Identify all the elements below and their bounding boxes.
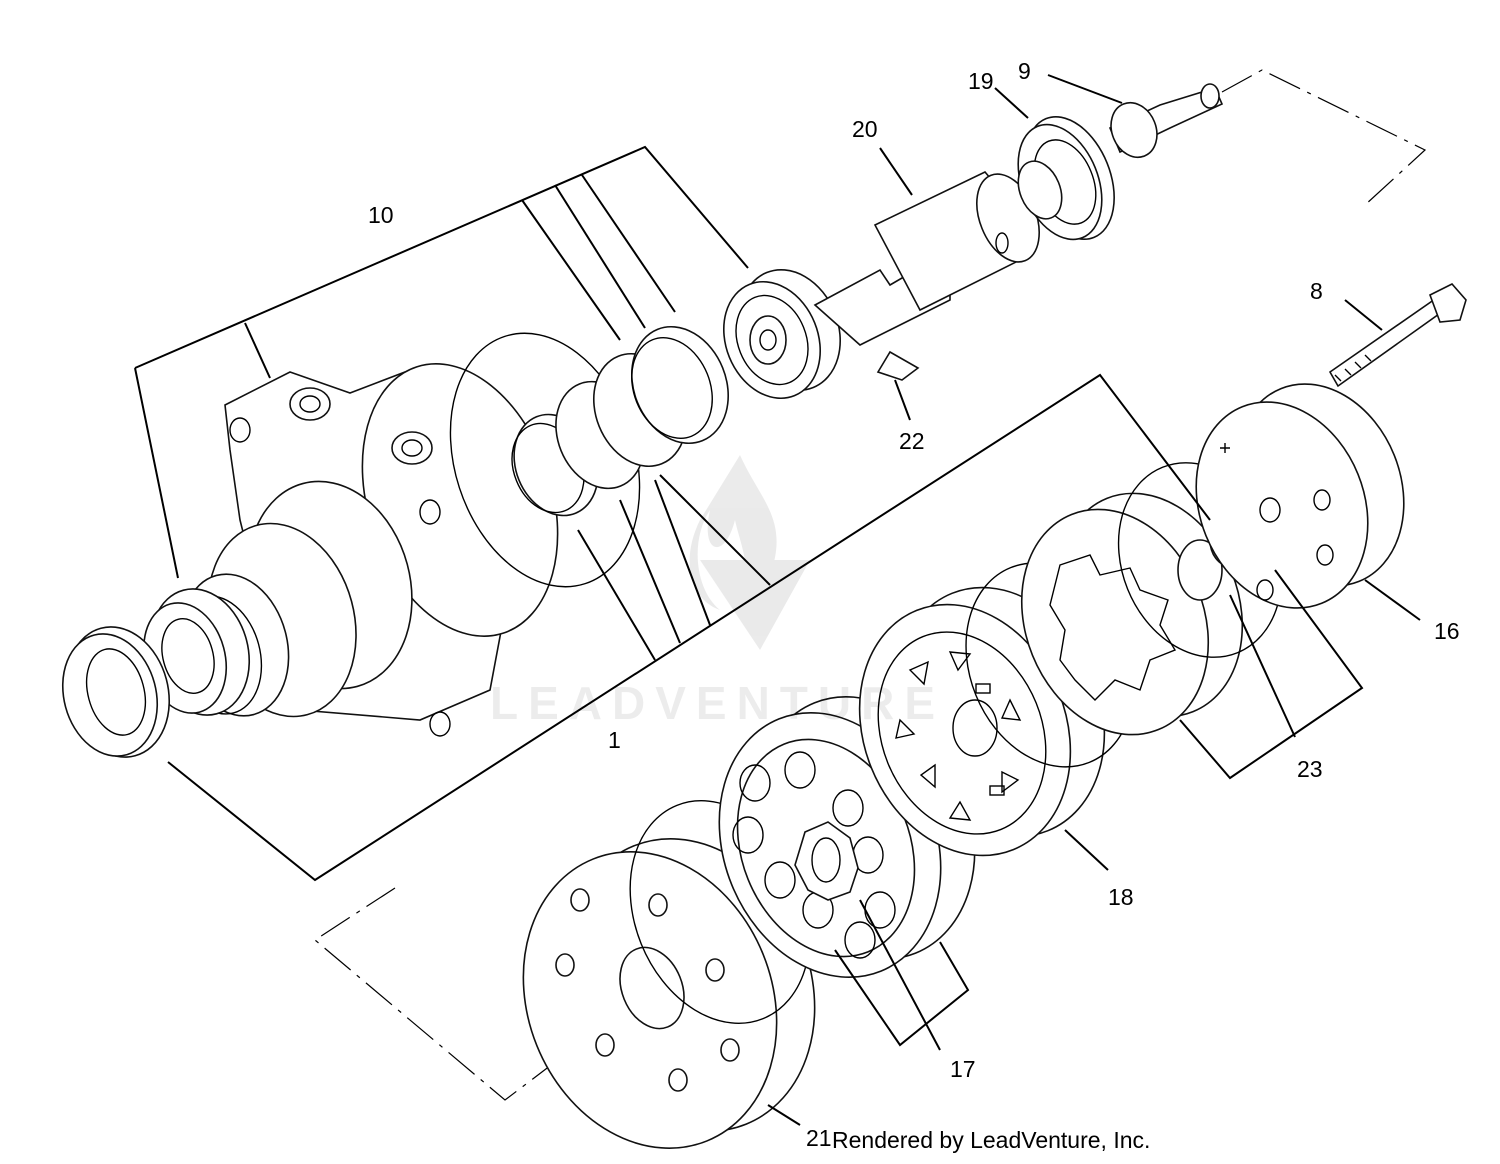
callout-10: 10 — [368, 202, 394, 228]
part-9-drive-link — [1108, 83, 1224, 159]
callout-18: 18 — [1108, 884, 1134, 910]
part-10-front-seal — [61, 626, 171, 758]
render-credit: Rendered by LeadVenture, Inc. — [832, 1127, 1151, 1153]
callout-16: 16 — [1434, 618, 1460, 644]
part-20-drive-shaft — [813, 171, 1040, 346]
callout-17: 17 — [950, 1056, 976, 1082]
callout-19: 19 — [968, 68, 994, 94]
callout-8: 8 — [1310, 278, 1323, 304]
part-10-seal-stack — [511, 325, 730, 517]
part-10-thrust-bearing — [722, 268, 842, 400]
part-8-bolt — [1328, 283, 1467, 388]
callout-20: 20 — [852, 116, 878, 142]
leader-lines — [134, 74, 1421, 1126]
part-22-woodruff-key — [876, 350, 920, 381]
callout-9: 9 — [1018, 58, 1031, 84]
callout-22: 22 — [899, 428, 925, 454]
callout-23: 23 — [1297, 756, 1323, 782]
alignment-axis-upper — [1221, 69, 1427, 206]
callout-1: 1 — [608, 727, 621, 753]
watermark-text: LEADVENTURE — [490, 677, 946, 729]
ring-23b — [1177, 539, 1223, 601]
part-19-spline-gear — [1017, 115, 1115, 241]
part-16-cover — [1195, 383, 1405, 609]
callout-21: 21 — [806, 1125, 832, 1151]
